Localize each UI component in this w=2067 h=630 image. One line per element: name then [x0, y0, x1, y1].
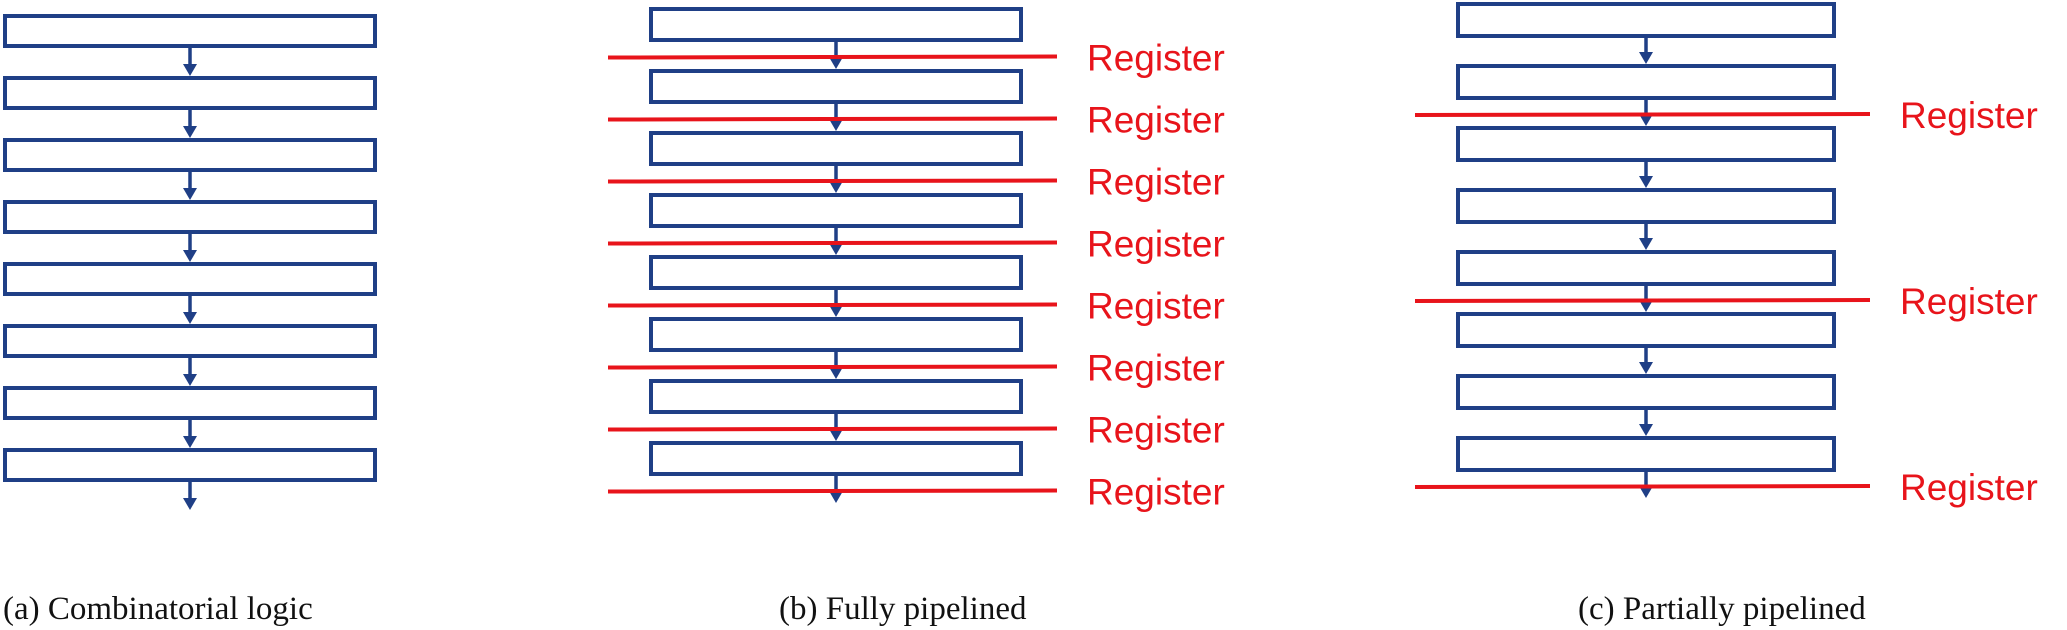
register-label: Register	[1087, 224, 1225, 265]
logic-stage-box	[649, 255, 1023, 290]
register-line	[607, 364, 1058, 370]
logic-stage-box	[1456, 436, 1836, 472]
panel-combinatorial	[3, 14, 377, 510]
arrow-down-icon	[1639, 238, 1653, 250]
arrow-down-icon	[829, 429, 843, 441]
register-line	[607, 240, 1058, 246]
arrow-down-icon	[183, 498, 197, 510]
logic-stage-box	[1456, 312, 1836, 348]
arrow-down-icon	[183, 374, 197, 386]
logic-stage-box	[3, 386, 377, 420]
caption-partially-pipelined: (c) Partially pipelined	[1578, 591, 1866, 627]
register-label: Register	[1900, 95, 2038, 136]
logic-stage-box	[3, 76, 377, 110]
arrow-down-icon	[829, 367, 843, 379]
logic-stage-box	[1456, 126, 1836, 162]
logic-stage-box	[3, 324, 377, 358]
register-label: Register	[1087, 162, 1225, 203]
register-line	[607, 488, 1058, 494]
logic-stage-box	[649, 379, 1023, 414]
arrow-down-icon	[1639, 52, 1653, 64]
logic-stage-box	[649, 7, 1023, 42]
arrow-down-icon	[183, 64, 197, 76]
arrow-down-icon	[183, 312, 197, 324]
register-line	[607, 116, 1058, 122]
arrow-down-icon	[1639, 300, 1653, 312]
logic-stage-box	[1456, 250, 1836, 286]
logic-stage-box	[1456, 374, 1836, 410]
arrow-down-icon	[1639, 362, 1653, 374]
logic-stage-box	[1456, 2, 1836, 38]
register-label: Register	[1087, 100, 1225, 141]
logic-stage-box	[1456, 64, 1836, 100]
register-line	[607, 302, 1058, 308]
arrow-down-icon	[183, 250, 197, 262]
logic-stage-box	[3, 262, 377, 296]
arrow-down-icon	[829, 181, 843, 193]
register-line	[1414, 112, 1871, 117]
caption-combinatorial: (a) Combinatorial logic	[3, 591, 313, 627]
arrow-down-icon	[183, 126, 197, 138]
register-label: Register	[1087, 472, 1225, 513]
arrow-down-icon	[829, 243, 843, 255]
logic-stage-box	[3, 200, 377, 234]
caption-fully-pipelined: (b) Fully pipelined	[779, 591, 1027, 627]
register-label: Register	[1087, 38, 1225, 79]
arrow-down-icon	[1639, 114, 1653, 126]
register-line	[607, 426, 1058, 432]
arrow-down-icon	[183, 436, 197, 448]
register-label: Register	[1087, 348, 1225, 389]
arrow-down-icon	[829, 491, 843, 503]
arrow-down-icon	[1639, 176, 1653, 188]
arrow-down-icon	[829, 305, 843, 317]
arrow-down-icon	[183, 188, 197, 200]
logic-stage-box	[649, 69, 1023, 104]
register-label: Register	[1900, 281, 2038, 322]
logic-stage-box	[649, 193, 1023, 228]
logic-stage-box	[649, 131, 1023, 166]
logic-stage-box	[649, 317, 1023, 352]
arrow-down-icon	[829, 57, 843, 69]
logic-stage-box	[1456, 188, 1836, 224]
register-line	[1414, 298, 1871, 303]
register-line	[607, 54, 1058, 60]
register-line	[607, 178, 1058, 184]
register-label: Register	[1900, 467, 2038, 508]
arrow-down-icon	[1639, 424, 1653, 436]
panel-fully-pipelined: RegisterRegisterRegisterRegisterRegister…	[607, 7, 1225, 513]
logic-stage-box	[649, 441, 1023, 476]
arrow-down-icon	[1639, 486, 1653, 498]
register-label: Register	[1087, 410, 1225, 451]
logic-stage-box	[3, 14, 377, 48]
arrow-down-icon	[829, 119, 843, 131]
logic-stage-box	[3, 138, 377, 172]
register-line	[1414, 484, 1871, 489]
logic-stage-box	[3, 448, 377, 482]
register-label: Register	[1087, 286, 1225, 327]
